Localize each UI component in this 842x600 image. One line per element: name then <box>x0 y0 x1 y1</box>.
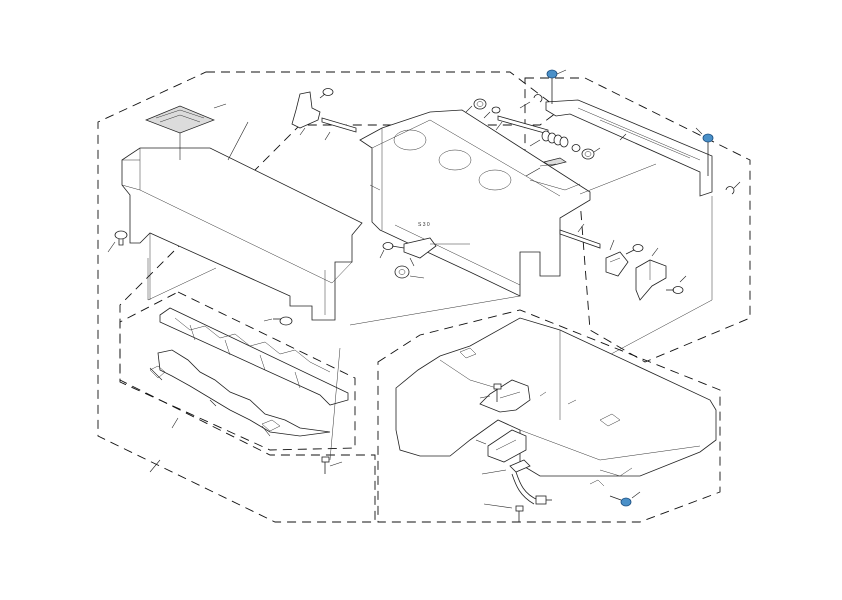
screw-icon <box>483 503 524 522</box>
bushing-icon <box>581 147 601 160</box>
guide-plate <box>159 307 349 406</box>
bushing-icon <box>394 265 425 279</box>
shaft <box>321 117 357 141</box>
frame-hole <box>478 169 512 191</box>
sensor-harness <box>481 459 539 505</box>
right-bracket <box>545 99 713 197</box>
left-group-boundary <box>97 71 561 523</box>
e-ring-icon <box>571 144 581 152</box>
sensor-bracket <box>479 379 531 413</box>
screw-icon <box>321 456 343 474</box>
mylar-sheet <box>149 349 331 437</box>
label-sheet <box>145 105 215 134</box>
shaft <box>559 223 601 249</box>
screw-icon <box>107 230 128 253</box>
e-ring-icon <box>519 94 543 109</box>
bushing-icon <box>465 98 487 113</box>
screw-icon <box>666 275 687 294</box>
sensor-icon <box>403 237 470 267</box>
screw-icon <box>695 127 714 176</box>
e-ring-icon <box>483 106 501 119</box>
main-frame: S 3 0 <box>359 109 591 297</box>
frame-hole <box>393 129 427 151</box>
spring-icon <box>529 130 569 148</box>
screw-icon <box>609 491 641 507</box>
frame-hole <box>438 149 472 171</box>
lever <box>605 239 629 277</box>
bracket-icon <box>291 91 321 136</box>
connector-icon <box>535 495 552 505</box>
lower-frame <box>395 317 717 487</box>
top-cover-assembly <box>121 103 363 321</box>
screw-icon <box>479 383 502 402</box>
screw-icon <box>625 244 644 255</box>
screw-icon <box>546 69 567 104</box>
frame-marking: S 3 0 <box>418 222 430 228</box>
screw-icon <box>379 242 405 259</box>
sensor-icon <box>635 247 667 301</box>
bottom-right-group-boundary <box>377 309 721 523</box>
e-ring-icon <box>725 181 741 195</box>
inner-cover-group-boundary <box>119 291 356 451</box>
sensor-icon <box>475 429 527 463</box>
stopper <box>525 157 567 177</box>
screw-icon <box>263 316 293 326</box>
screw-icon <box>319 88 334 99</box>
